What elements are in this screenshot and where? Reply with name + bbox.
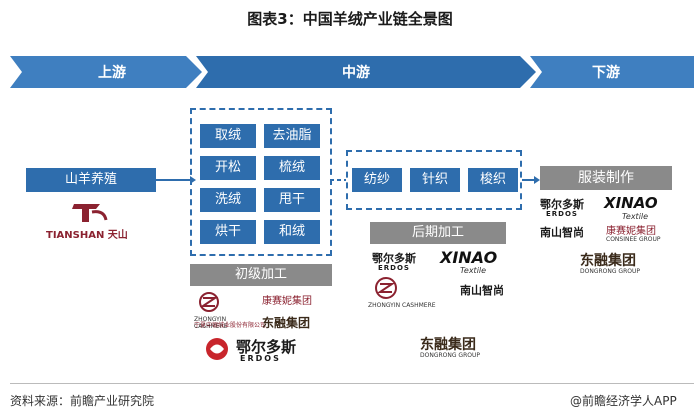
consinee-logo: 康赛妮集团 — [606, 226, 656, 237]
process-item: 和绒 — [264, 220, 320, 244]
erdos-logo-sub: ERDOS — [378, 264, 410, 272]
zhongyin-emblem — [375, 277, 397, 299]
erdos-logo-sub: ERDOS — [240, 354, 281, 363]
process-item: 烘干 — [200, 220, 256, 244]
secondary-processing-group — [346, 150, 522, 210]
process-item: 甩干 — [264, 188, 320, 212]
stage-upstream: 上游 — [98, 65, 126, 81]
consinee-logo-sub: CONSINEE GROUP — [606, 236, 661, 243]
xinao-logo-sub: Textile — [622, 212, 649, 221]
nanshan-logo: 南山智尚 — [460, 284, 504, 297]
erdos-logo: 鄂尔多斯 — [372, 252, 416, 265]
stage-arrow-bar — [10, 56, 694, 88]
footer-source: 资料来源：前瞻产业研究院 — [10, 394, 155, 408]
zhongyin-logo-icon — [372, 276, 400, 300]
dongrong-logo: 东融集团 — [580, 253, 636, 269]
zhongyin-logo-icon — [199, 292, 219, 312]
erdos-emblem-icon — [204, 336, 234, 362]
upstream-box: 山羊养殖 — [26, 168, 156, 192]
erdos-emblem-svg — [206, 338, 228, 360]
xinao-logo: XINAO — [604, 194, 658, 212]
midstream-arrow — [196, 56, 536, 88]
connector-secondary-head — [534, 176, 540, 184]
process-item: 洗绒 — [200, 188, 256, 212]
downstream-arrow — [530, 56, 694, 88]
stage-midstream: 中游 — [342, 65, 370, 81]
dongrong-logo: 东融集团 — [262, 316, 311, 330]
process-item: 纺纱 — [352, 168, 402, 192]
stage-downstream: 下游 — [592, 65, 620, 81]
erdos-logo: 鄂尔多斯 — [236, 338, 297, 356]
process-item: 开松 — [200, 156, 256, 180]
process-item: 梭织 — [468, 168, 518, 192]
tianshan-logo-icon — [72, 204, 108, 222]
process-item: 取绒 — [200, 124, 256, 148]
xinao-logo-sub: Textile — [460, 266, 487, 275]
zhongyin-logo-text: ZHONGYIN CASHMERE — [368, 302, 436, 309]
primary-processing-label: 初级加工 — [190, 264, 332, 286]
tianshan-logo — [70, 200, 130, 224]
dongrong-logo: 东融集团 — [420, 337, 476, 353]
nanshan-logo: 南山智尚 — [540, 226, 584, 239]
zhongyin-logo-text: ZHONGYIN CASHMERE — [194, 316, 228, 330]
upstream-arrow — [10, 56, 202, 88]
process-item: 针织 — [410, 168, 460, 192]
process-item: 梳绒 — [264, 156, 320, 180]
tianshan-logo-text: TIANSHAN 天山 — [46, 230, 128, 241]
dongrong-logo-sub: DONGRONG GROUP — [420, 352, 480, 359]
page-title: 图表3：中国羊绒产业链全景图 — [247, 10, 453, 28]
secondary-processing-label: 后期加工 — [370, 222, 506, 244]
zhongyin-logo: ZHONGYIN CASHMERE — [194, 292, 254, 330]
dongrong-logo-sub: DONGRONG GROUP — [580, 268, 640, 275]
consinee-logo: 康赛妮集团 — [262, 296, 312, 307]
zhongyin-company-name: 宁夏中银绒业股份有限公司 — [194, 322, 267, 329]
process-item: 去油脂 — [264, 124, 320, 148]
footer-brand: @前瞻经济学人APP — [570, 394, 677, 408]
footer-divider — [10, 383, 694, 384]
erdos-logo-sub: ERDOS — [546, 210, 578, 218]
xinao-logo: XINAO — [440, 248, 498, 267]
downstream-label: 服装制作 — [540, 166, 672, 190]
erdos-logo: 鄂尔多斯 — [540, 198, 584, 211]
primary-processing-group — [190, 108, 332, 256]
